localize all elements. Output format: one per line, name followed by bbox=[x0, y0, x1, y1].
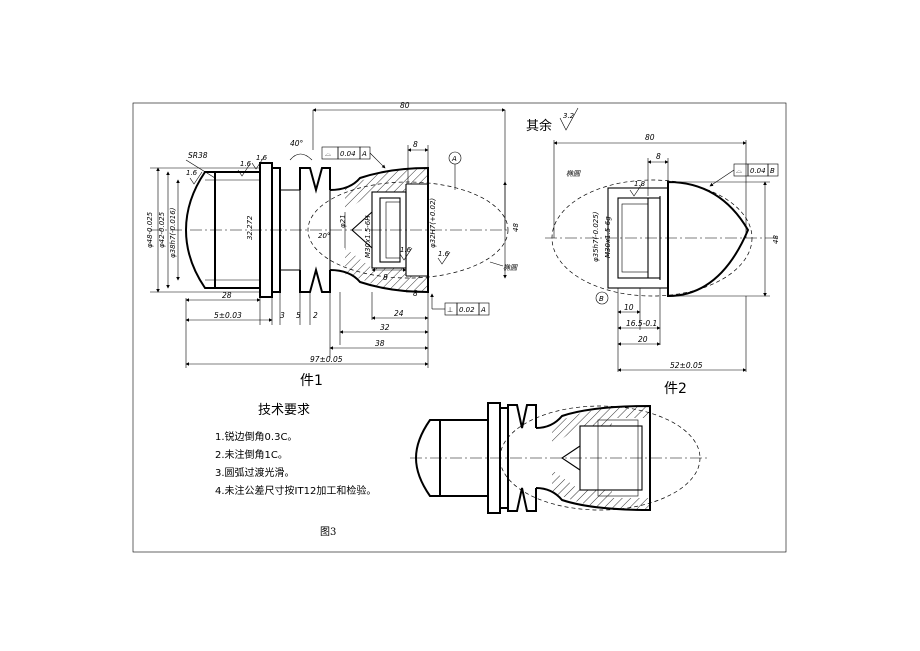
p2-dim-20: 20 bbox=[638, 335, 648, 344]
part2-label: 件2 bbox=[664, 381, 687, 397]
p1-tuoyuan: 椭圆 bbox=[503, 264, 518, 272]
p2-tuoyuan: 椭圆 bbox=[566, 170, 581, 178]
p2-dim-10: 10 bbox=[624, 303, 634, 312]
part2-ellipse bbox=[551, 179, 753, 297]
requirement-1: 1.锐边倒角0.3C。 bbox=[215, 430, 297, 443]
p1-dim-32: 32 bbox=[380, 323, 390, 332]
p1-dia48: φ48-0.025 bbox=[146, 211, 154, 248]
part2-drawing: 其余 3.2 80 8 1.8 椭圆 ⌓ 0.04 B bbox=[526, 107, 780, 397]
svg-text:0.04: 0.04 bbox=[340, 150, 356, 158]
p1-dim-5: 5 bbox=[296, 311, 301, 320]
p1-dia32: φ32H7(+0.02) bbox=[429, 198, 437, 248]
p1-dia21: φ21 bbox=[339, 214, 347, 228]
requirement-3: 3.圆弧过渡光滑。 bbox=[215, 466, 295, 479]
p2-dim-80: 80 bbox=[645, 133, 655, 142]
p1-dia42: φ42-0.025 bbox=[158, 211, 166, 248]
p1-dim-24: 24 bbox=[394, 309, 404, 318]
part1-label: 件1 bbox=[300, 373, 323, 389]
p1-dim-40deg: 40° bbox=[290, 139, 304, 148]
technical-requirements: 技术要求 1.锐边倒角0.3C。 2.未注倒角1C。 3.圆弧过渡光滑。 4.未… bbox=[215, 403, 376, 497]
p2-qiyu: 其余 bbox=[526, 118, 552, 134]
svg-text:⌓: ⌓ bbox=[736, 167, 742, 175]
p1-dim-8top: 8 bbox=[413, 140, 418, 149]
svg-text:⌓: ⌓ bbox=[325, 150, 331, 158]
assembly-view bbox=[410, 402, 710, 514]
p2-dim-52: 52±0.05 bbox=[670, 361, 703, 370]
svg-text:0.02: 0.02 bbox=[459, 306, 475, 314]
p1-dim-8b: 8 bbox=[413, 289, 418, 298]
p1-sr38: SR38 bbox=[188, 151, 208, 160]
svg-text:A: A bbox=[480, 306, 486, 314]
svg-text:B: B bbox=[770, 167, 775, 175]
p1-dim-8a: 8 bbox=[383, 273, 388, 282]
p2-datum-circle bbox=[595, 291, 609, 305]
p1-rough-d: 1.6 bbox=[400, 246, 412, 254]
drawing-frame bbox=[132, 102, 787, 553]
p2-dia35: φ35h7(-0.025) bbox=[592, 211, 600, 262]
p2-dim-165: 16.5-0.1 bbox=[626, 319, 657, 328]
p1-20deg: 20° bbox=[318, 232, 330, 240]
svg-text:A: A bbox=[361, 150, 367, 158]
p2-rough: 1.8 bbox=[634, 180, 646, 188]
p2-dim-48: 48 bbox=[772, 235, 780, 244]
p1-tolerance-frame-top: ⌓ 0.04 A bbox=[321, 146, 386, 169]
p1-dim-2: 2 bbox=[313, 311, 318, 320]
p1-32272: 32.272 bbox=[246, 215, 254, 240]
figure-caption: 图3 bbox=[320, 526, 336, 538]
p1-dim-80: 80 bbox=[400, 101, 410, 110]
p1-dim-5tol: 5±0.03 bbox=[214, 311, 242, 320]
part1-drawing: 80 8 40° SR38 1.6 1.6 1.6 1.6 1.6 ⌓ 0.04… bbox=[146, 101, 520, 389]
p1-m30: M30x1.5-6H bbox=[364, 215, 372, 258]
p2-roughness-symbol bbox=[559, 107, 579, 131]
p1-dim-3: 3 bbox=[280, 311, 285, 320]
p1-datum-a: A bbox=[451, 155, 457, 163]
p1-dim-38: 38 bbox=[375, 339, 385, 348]
requirements-title: 技术要求 bbox=[258, 403, 310, 418]
p1-rough-c: 1.6 bbox=[240, 160, 252, 168]
p2-dim-8: 8 bbox=[656, 152, 661, 161]
p1-rough-e: 1.6 bbox=[438, 250, 450, 258]
p1-tolerance-frame-bottom: ⊥ 0.02 A bbox=[430, 293, 490, 316]
p1-48r: 48 bbox=[512, 223, 520, 232]
requirement-2: 2.未注倒角1C。 bbox=[215, 448, 288, 461]
p2-qiyu-val: 3.2 bbox=[563, 112, 575, 120]
svg-text:0.04: 0.04 bbox=[750, 167, 766, 175]
p1-rough-b: 1.6 bbox=[186, 169, 198, 177]
requirement-4: 4.未注公差尺寸按IT12加工和检验。 bbox=[215, 484, 376, 497]
p1-rough-a: 1.6 bbox=[256, 154, 268, 162]
p2-dome bbox=[667, 180, 750, 298]
p1-dia38: φ38h7(-0.016) bbox=[169, 207, 177, 258]
p1-dim-28: 28 bbox=[222, 291, 232, 300]
p2-m30: M30x1.5-6g bbox=[604, 216, 612, 258]
p2-tolerance-frame: ⌓ 0.04 B bbox=[709, 163, 779, 187]
p2-datum-b: B bbox=[599, 295, 604, 303]
p1-dim-97: 97±0.05 bbox=[310, 355, 343, 364]
svg-text:⊥: ⊥ bbox=[447, 306, 453, 314]
